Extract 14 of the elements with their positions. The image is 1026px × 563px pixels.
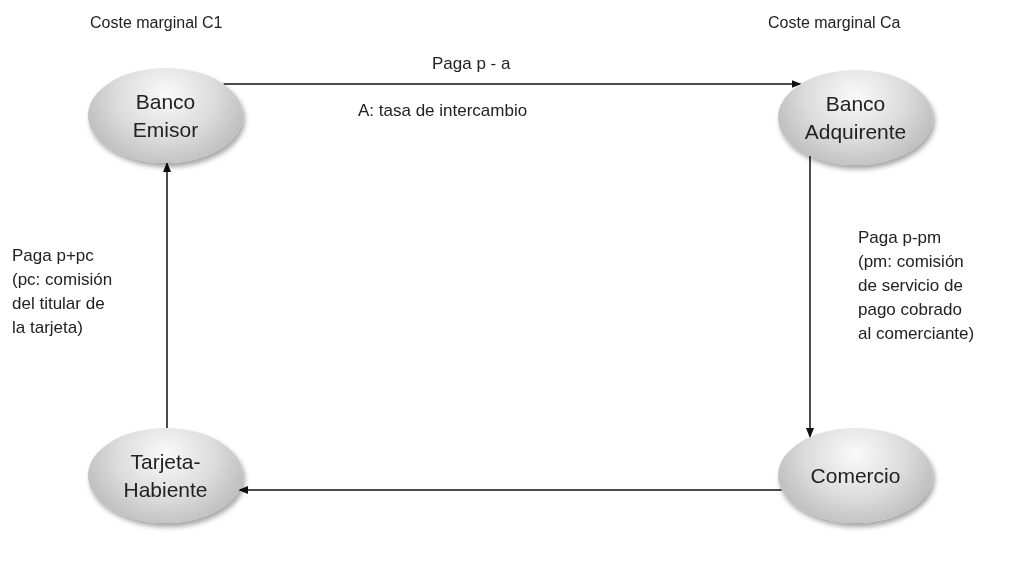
arrow (806, 155, 814, 439)
edge-label: Paga p+pc (pc: comisión del titular de la tarjeta) (12, 245, 114, 339)
node-label: Tarjeta-Habiente (122, 449, 209, 503)
edge-label: Paga p - a (432, 53, 512, 75)
arrow (163, 162, 171, 429)
node-label: Banco Adquirente (803, 91, 908, 145)
arrow (222, 80, 802, 88)
arrow (238, 486, 783, 494)
node-label: Banco Emisor (131, 89, 200, 143)
node-label: Comercio (809, 462, 902, 489)
cost-caption: Coste marginal Ca (768, 14, 901, 32)
note: A: tasa de intercambio (358, 101, 528, 121)
edge-label: Paga p-pm (pm: comisión de servicio de pago cobrado al comerciante) (858, 227, 976, 345)
cost-caption: Coste marginal C1 (90, 14, 223, 32)
